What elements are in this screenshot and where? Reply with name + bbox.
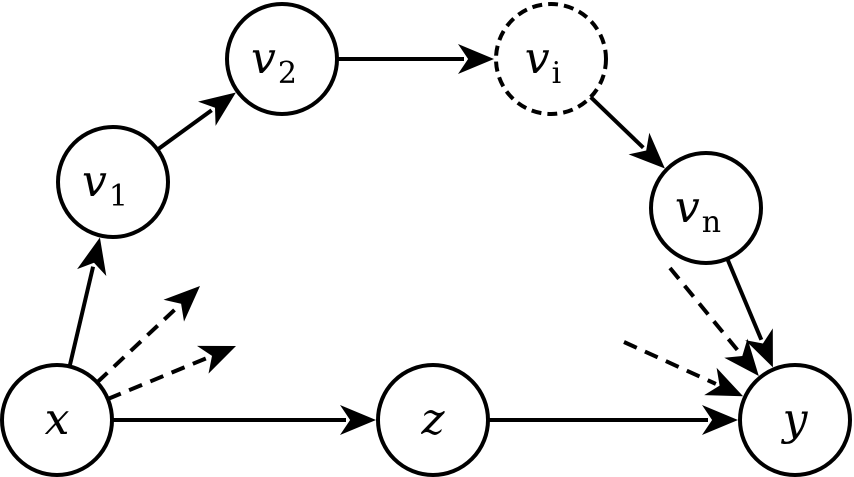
edge-x-v1 [67, 237, 107, 367]
edge-vn-y [725, 257, 773, 368]
node-subscript: i [552, 56, 562, 91]
arrow-head [458, 44, 494, 74]
node-label: z [420, 394, 445, 445]
arrow-head [724, 338, 759, 376]
edge-v1-v2 [156, 92, 236, 152]
edge-in-y [668, 266, 759, 376]
node-z: z [376, 363, 490, 477]
node-circle [0, 363, 114, 477]
arrow-head [340, 405, 376, 435]
arrow-head [198, 92, 236, 126]
node-label: y [781, 394, 809, 445]
edge-in-y [623, 340, 744, 397]
edge-v2-vi [337, 44, 494, 74]
edge-line [156, 108, 213, 152]
edge-line [107, 355, 210, 401]
edges-layer [67, 44, 773, 435]
node-v1: v1 [56, 125, 170, 239]
node-x: x [0, 363, 114, 477]
node-label: vi [525, 33, 561, 91]
arrow-head [197, 345, 236, 374]
node-circle [649, 151, 763, 265]
node-circle [225, 2, 339, 116]
node-y: y [738, 363, 852, 477]
edge-line [67, 266, 96, 367]
edge-line [95, 305, 180, 384]
arrow-head [77, 237, 107, 276]
node-vn: vn [649, 151, 763, 265]
node-label: x [45, 394, 70, 445]
arrow-head [628, 132, 665, 169]
edge-x-out [95, 286, 200, 384]
node-subscript: 1 [109, 179, 128, 214]
arrow-head [163, 286, 200, 322]
node-vi: vi [494, 2, 608, 116]
edge-line [725, 257, 764, 341]
edge-x-z [112, 405, 376, 435]
edge-line [668, 266, 742, 355]
node-subscript: n [702, 205, 721, 240]
node-circle [376, 363, 490, 477]
node-v2: v2 [225, 2, 339, 116]
edge-line [623, 340, 717, 386]
node-circle [56, 125, 170, 239]
edge-x-out [107, 345, 236, 401]
node-circle [738, 363, 852, 477]
node-circle [494, 2, 608, 116]
edge-vi-vn [589, 95, 665, 169]
arrow-head [704, 367, 744, 397]
edge-z-y [488, 405, 738, 435]
edge-line [589, 95, 645, 150]
node-subscript: 2 [278, 56, 297, 91]
arrow-head [745, 328, 773, 368]
arrow-head [702, 405, 738, 435]
node-label: v2 [251, 33, 297, 91]
